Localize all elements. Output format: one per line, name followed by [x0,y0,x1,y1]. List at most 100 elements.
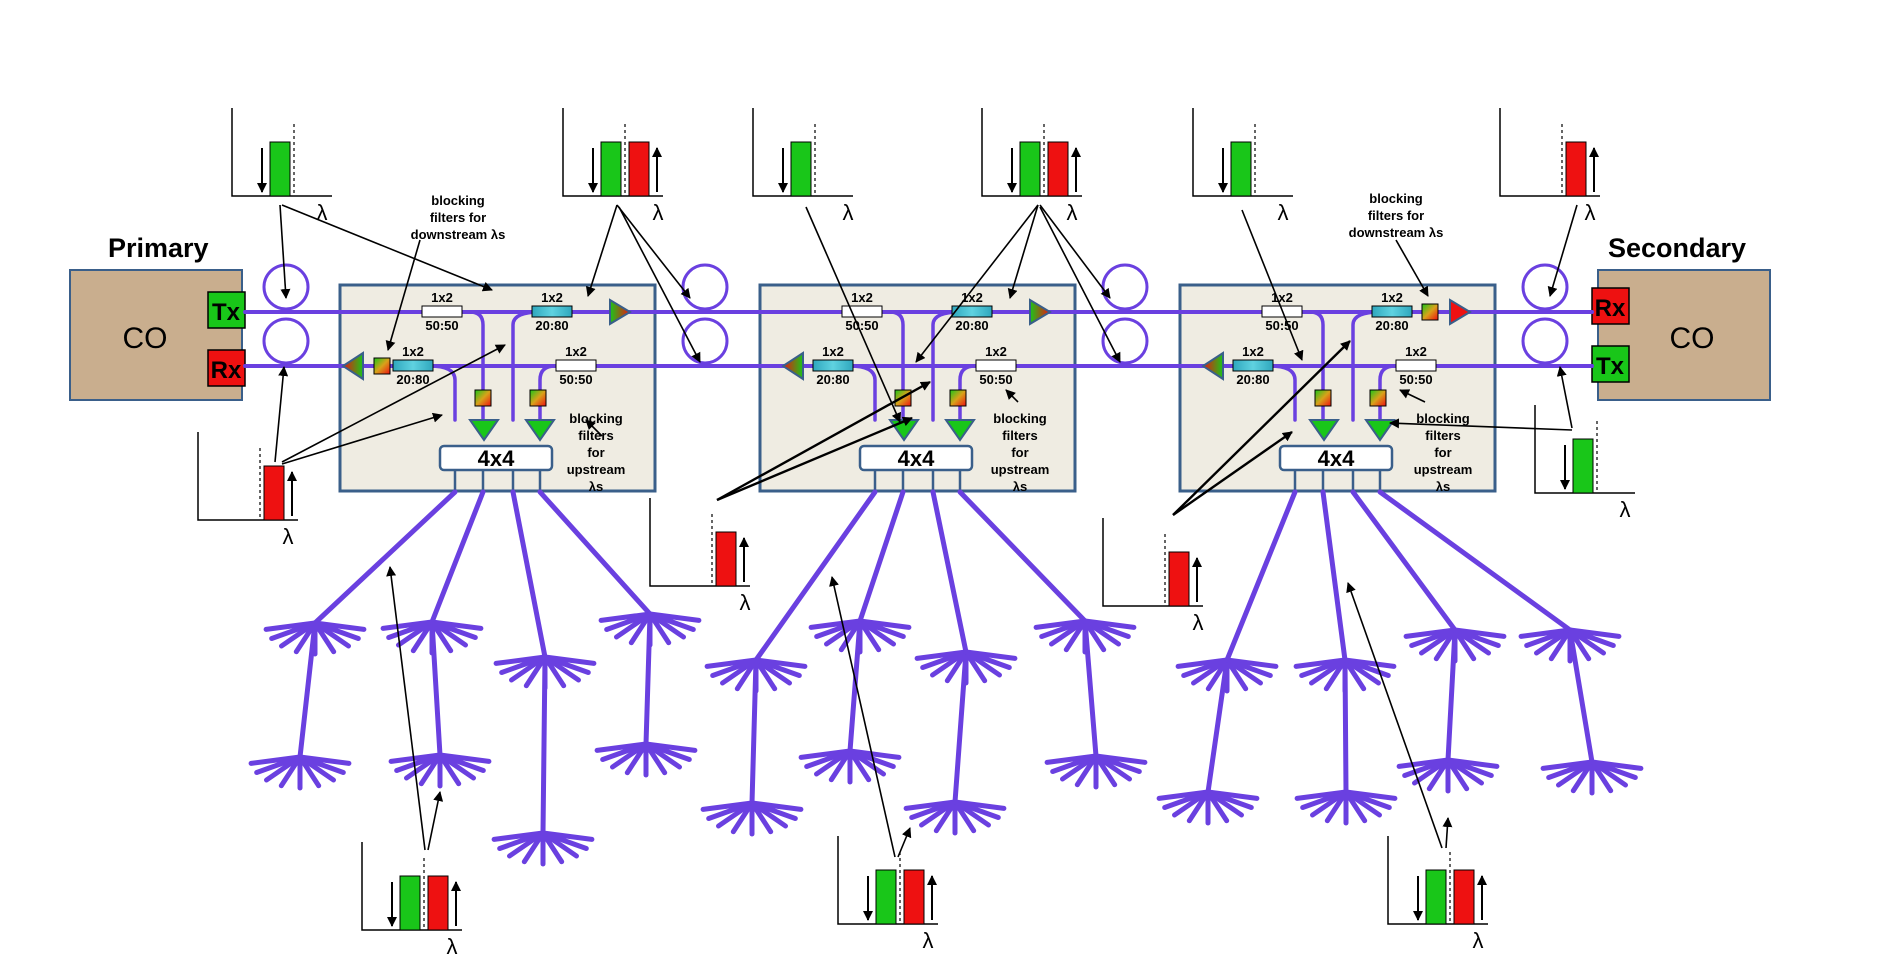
fan-branch [963,649,1018,661]
spectrum-inset: λ [649,498,751,615]
spectrum-axes [1192,108,1293,197]
spectrum-inset: λ [1102,518,1204,635]
upstream-band [263,465,285,521]
coupler-ratio: 50:50 [1399,372,1432,387]
distribution-fiber [1320,489,1349,795]
coupler-label: 1x2 [1242,344,1264,359]
fan-branch [509,654,548,683]
fan-branch [730,800,755,835]
coupler-label: 1x2 [431,290,453,305]
coupler-ratio: 20:80 [816,372,849,387]
pointer-arrow [1172,431,1293,516]
fan-branch [753,657,808,669]
fanout [1033,618,1137,655]
upstream-band [715,531,737,587]
fan-branch [749,800,804,812]
spectrum-axes [752,108,853,197]
secondary-title: Secondary [1608,233,1746,263]
fanout-group [248,611,1644,867]
fan-branch [1186,789,1211,824]
upstream-band [1168,551,1190,607]
upstream-band [427,875,449,931]
secondary-co-label: CO [1670,322,1715,355]
spectrum-inset: λ [752,108,854,225]
fan-branch [1426,757,1451,792]
coupler-ratio: 50:50 [559,372,592,387]
distribution-fiber [1205,489,1298,795]
fan-branch [1049,618,1088,647]
switch-box [858,444,974,472]
drop-fiber [1268,364,1297,422]
blocking-filter [373,357,391,375]
spectrum-axes [1534,405,1635,494]
coupler-label: 1x2 [851,290,873,305]
wavelength-label: λ [317,200,328,225]
coupler-ratio: 20:80 [396,372,429,387]
fanout [700,800,804,837]
wavelength-label: λ [283,524,294,549]
upstream-band [628,141,650,197]
primary-co-label: CO [123,322,168,355]
coupler-50-50 [975,359,1017,372]
fan-branch [1343,789,1398,801]
fan-branch [847,748,902,760]
pointer-arrow [585,204,618,297]
secondary-rx-label: Rx [1595,295,1626,322]
switch-output [873,468,962,494]
wavelength-label: λ [653,200,664,225]
fan-branch [312,620,367,632]
fanout [903,799,1007,836]
pointer-arrow [279,204,291,299]
wavelength-label: λ [1473,928,1484,953]
downstream-band [875,869,897,925]
spectrum-inset: λ [981,108,1082,225]
primary-rx-box [207,349,246,387]
drop-fiber [1308,310,1325,422]
downstream-band [1572,438,1594,494]
node-3: 1x2 50:50 1x2 20:80 1x2 20:80 1x2 50:50 … [1201,290,1472,494]
switch-label: 4x4 [898,446,935,471]
fan-branch [1548,627,1573,662]
coupler-ratio: 50:50 [979,372,1012,387]
spectrum-inset: λ [562,108,664,225]
fan-branch [1060,753,1099,782]
coupler-label: 1x2 [822,344,844,359]
fanout [914,649,1018,686]
fan-branch [264,754,303,783]
upstream-band [1453,869,1475,925]
pointer-arrow [915,204,1039,363]
fan-branch [418,752,443,787]
switch-output [1293,468,1382,494]
pointer-arrow [618,206,701,363]
fan-branch [279,620,318,649]
blocking-filter [1314,389,1332,407]
upstream-band [1565,141,1587,197]
pointer-arrow [1039,206,1121,363]
fan-branch [624,741,649,776]
switch-label: 4x4 [478,446,515,471]
coupler-50-50 [841,305,883,318]
wavelength-label: λ [447,934,458,959]
fan-branch [628,611,653,646]
fan-branch [297,754,352,766]
fan-branch [716,800,755,829]
receiver-icon [944,419,976,442]
ring [1101,263,1149,311]
fanout [248,754,352,791]
fanout [1396,757,1500,794]
fiber-network [243,263,1644,867]
fan-branch [720,657,759,686]
switch-output [453,468,542,494]
coupler-ratio: 20:80 [1375,318,1408,333]
fan-branch [944,649,969,684]
fan-branch [1093,753,1148,765]
ring [1521,317,1569,365]
pointer-arrow [1399,389,1426,403]
downstream-band [790,141,812,197]
pointer-arrow [386,566,426,851]
amplifier-icon [1449,298,1472,326]
pointer-arrow [1346,582,1443,849]
pointer-arrow [1007,204,1039,299]
spectrum-inset: λ [1499,108,1600,225]
